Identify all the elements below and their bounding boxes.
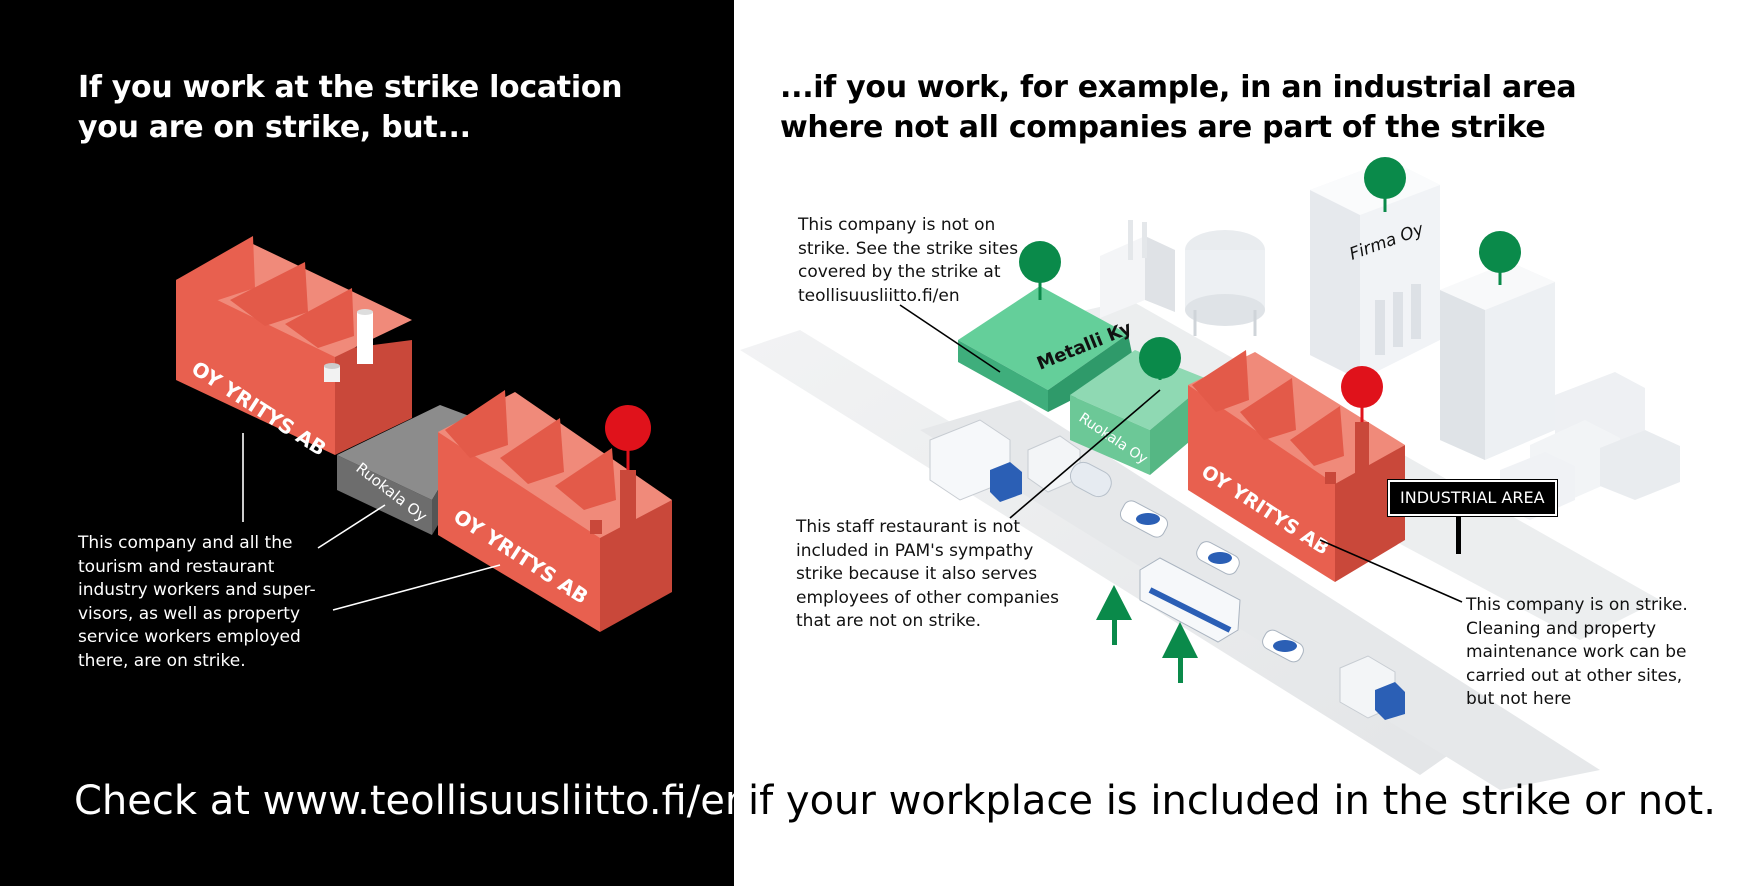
left-factory-second: OY YRITYS AB <box>438 390 672 632</box>
footer-left: Check at www.teollisuusliitto.fi/en <box>74 778 751 824</box>
callout-line: included in PAM's sympathy <box>796 540 1034 561</box>
callout-line: Cleaning and property <box>1466 618 1657 639</box>
left-callout-line: industry workers and super- <box>78 580 316 600</box>
callout-line: that are not on strike. <box>796 611 981 631</box>
green-pin-icon-metalli <box>1019 241 1061 283</box>
industrial-area-sign: INDUSTRIAL AREA <box>1388 480 1557 516</box>
callout-restaurant: This staff restaurant is not included in… <box>796 516 1059 634</box>
left-callout: This company and all the tourism and res… <box>78 532 316 673</box>
callout-line: but not here <box>1466 689 1572 709</box>
vehicles <box>929 419 1405 720</box>
trees <box>1096 585 1198 683</box>
right-heading-line-2: where not all companies are part of the … <box>780 110 1546 145</box>
callout-line: strike because it also serves <box>796 564 1038 584</box>
metalli-building: Metalli Ky <box>958 241 1135 412</box>
right-heading: ...if you work, for example, in an indus… <box>780 68 1740 148</box>
left-heading: If you work at the strike location you a… <box>78 68 698 148</box>
callout-on-strike: This company is on strike. Cleaning and … <box>1466 594 1688 712</box>
callout-line: strike. See the strike sites <box>798 238 1019 259</box>
footer-right: if your workplace is included in the str… <box>748 778 1716 824</box>
green-pin-icon-tower <box>1479 231 1521 273</box>
callout-line: maintenance work can be <box>1466 642 1687 662</box>
left-callout-lines <box>242 433 501 611</box>
left-heading-line-1: If you work at the strike location <box>78 70 623 105</box>
callout-line: This company is not on <box>798 215 996 235</box>
callout-line: employees of other companies <box>796 587 1059 608</box>
left-heading-line-2: you are on strike, but... <box>78 110 471 145</box>
callout-line: covered by the strike at <box>798 262 1001 282</box>
right-callout-lines <box>899 304 1463 603</box>
red-strike-pin-icon <box>605 405 651 451</box>
green-pin-icon-firma <box>1364 157 1406 199</box>
left-callout-line: service workers employed <box>78 627 301 647</box>
callout-line: This company is on strike. <box>1466 595 1688 615</box>
red-strike-pin-icon-right <box>1341 366 1383 408</box>
sign-post <box>1456 508 1461 554</box>
left-callout-line: This company and all the <box>78 533 293 553</box>
ruokala-building: Ruokala Oy <box>1070 337 1215 475</box>
green-pin-icon-ruokala <box>1139 337 1181 379</box>
left-callout-line: there, are on strike. <box>78 650 246 671</box>
left-callout-line: visors, as well as property <box>78 603 301 624</box>
callout-line: carried out at other sites, <box>1466 665 1683 686</box>
left-callout-line: tourism and restaurant <box>78 556 275 577</box>
callout-not-on-strike: This company is not on strike. See the s… <box>798 214 1018 308</box>
left-factory-main: OY YRITYS AB <box>176 236 412 461</box>
callout-line: This staff restaurant is not <box>796 517 1021 537</box>
right-heading-line-1: ...if you work, for example, in an indus… <box>780 70 1577 105</box>
callout-link-text: teollisuusliitto.fi/en <box>798 285 960 306</box>
